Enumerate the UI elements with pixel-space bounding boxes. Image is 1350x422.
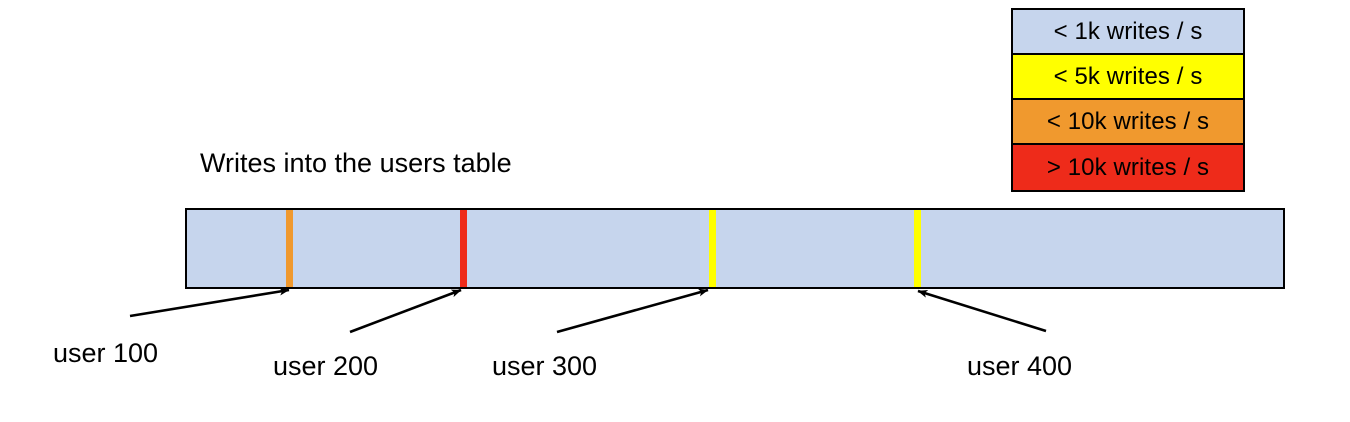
legend-label: < 1k writes / s	[1053, 17, 1203, 45]
legend-row-under-1k: < 1k writes / s	[1013, 10, 1243, 55]
legend-row-over-10k: > 10k writes / s	[1013, 145, 1243, 190]
write-marker-user-400	[914, 210, 921, 287]
legend-label: > 10k writes / s	[1046, 153, 1210, 181]
write-marker-user-200	[460, 210, 467, 287]
label-user-200: user 200	[273, 351, 379, 381]
chart-title: Writes into the users table	[200, 148, 512, 178]
legend-row-under-5k: < 5k writes / s	[1013, 55, 1243, 100]
legend-label: < 5k writes / s	[1053, 62, 1203, 90]
legend: < 1k writes / s < 5k writes / s < 10k wr…	[1011, 8, 1245, 192]
write-marker-user-100	[286, 210, 293, 287]
users-table-bar	[185, 208, 1285, 289]
legend-label: < 10k writes / s	[1046, 107, 1210, 135]
label-user-400: user 400	[967, 351, 1073, 381]
arrow-user-300	[556, 288, 709, 334]
arrow-user-400	[917, 289, 1047, 333]
label-user-300: user 300	[492, 351, 598, 381]
legend-row-under-10k: < 10k writes / s	[1013, 100, 1243, 145]
arrow-user-200	[349, 288, 462, 334]
arrow-user-100	[129, 287, 290, 318]
write-marker-user-300	[709, 210, 716, 287]
label-user-100: user 100	[53, 338, 159, 368]
